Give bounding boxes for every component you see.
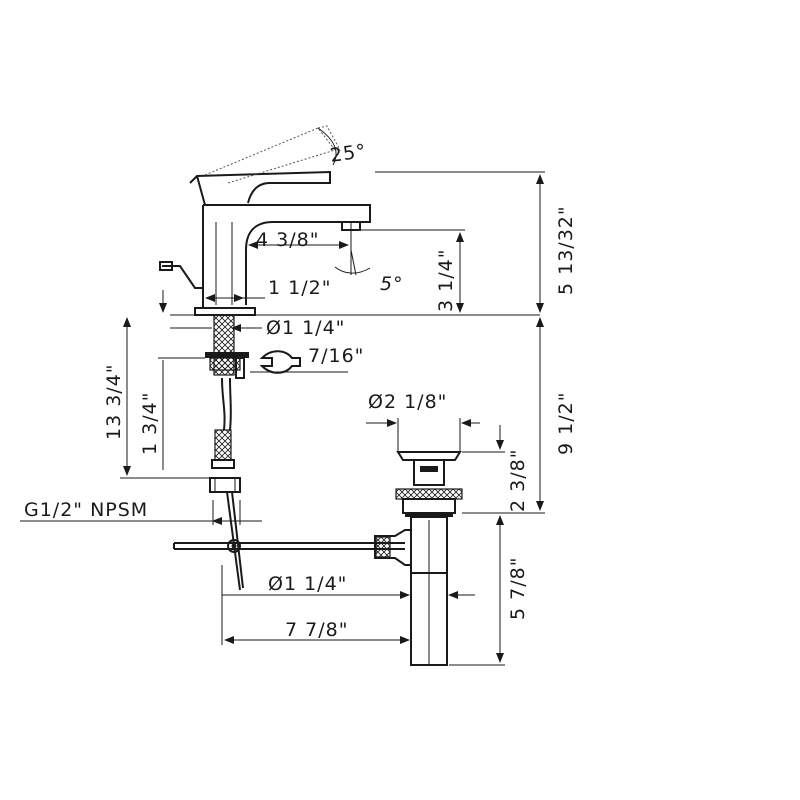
lift-rod-reach-label: 7 7/8": [285, 619, 348, 641]
total-height-label: 5 13/32": [555, 205, 577, 295]
faucet-body: [159, 125, 371, 316]
spout-reach-label: 4 3/8": [256, 229, 319, 251]
mounting-shank: [205, 314, 249, 493]
shank-length-label: 13 3/4": [103, 363, 125, 440]
lever-angle-label: 25°: [329, 140, 368, 167]
drain-diameter-label: Ø2 1/8": [368, 391, 447, 413]
wrench-icon: [259, 350, 301, 374]
spout-angle-label: 5°: [380, 273, 404, 295]
body-width-label: 1 1/2": [268, 277, 331, 299]
shank-diameter-label: Ø1 1/4": [266, 317, 345, 339]
thread-label: G1/2" NPSM: [24, 499, 148, 521]
dimension-lines: [20, 127, 545, 666]
pop-up-drain: [374, 451, 463, 666]
tailpiece-length-label: 5 7/8": [507, 557, 529, 620]
nut-wrench-label: 7/16": [308, 345, 364, 367]
below-deck-label: 9 1/2": [555, 392, 577, 455]
drain-height-label: 2 3/8": [507, 449, 529, 512]
hose-length-label: 1 3/4": [139, 392, 161, 455]
tailpiece-diameter-label: Ø1 1/4": [268, 573, 347, 595]
spout-height-label: 3 1/4": [435, 249, 457, 312]
lift-rod: [173, 491, 405, 591]
